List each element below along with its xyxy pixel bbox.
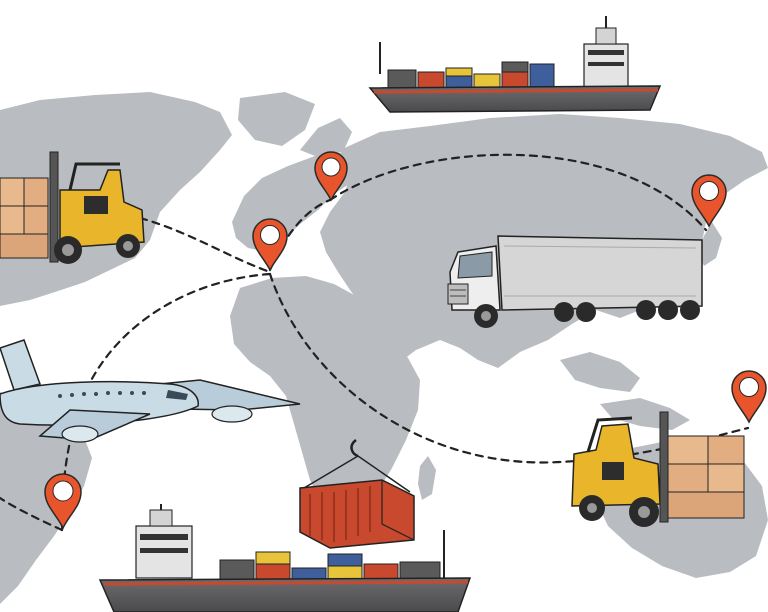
landmass-southeast-asia: [560, 352, 640, 392]
truck-icon: [447, 235, 703, 328]
location-pin-icon: [691, 174, 727, 228]
landmass-japan: [698, 222, 722, 266]
location-pin-icon: [252, 218, 288, 272]
route-line-north-to-japan: [328, 153, 708, 232]
location-pins: [44, 151, 767, 530]
landmass-greenland: [238, 92, 315, 146]
location-pin-icon: [44, 473, 82, 530]
route-line-south-america-left: [0, 496, 64, 532]
route-line-europe-to-north: [268, 198, 332, 272]
location-pin-icon: [731, 370, 767, 424]
landmass-madagascar: [418, 456, 436, 500]
forklift-icon: [571, 411, 745, 527]
cargo-ship-icon: [368, 16, 662, 113]
forklift-icon: [0, 151, 145, 264]
route-line-forklift-to-europe: [138, 216, 272, 274]
landmass-scandinavia: [300, 118, 352, 160]
landmass-africa: [230, 276, 420, 518]
airplane-icon: [0, 339, 301, 443]
location-pin-icon: [314, 151, 348, 202]
cargo-ship-icon: [98, 504, 472, 612]
shipping-container-icon: [299, 439, 415, 549]
